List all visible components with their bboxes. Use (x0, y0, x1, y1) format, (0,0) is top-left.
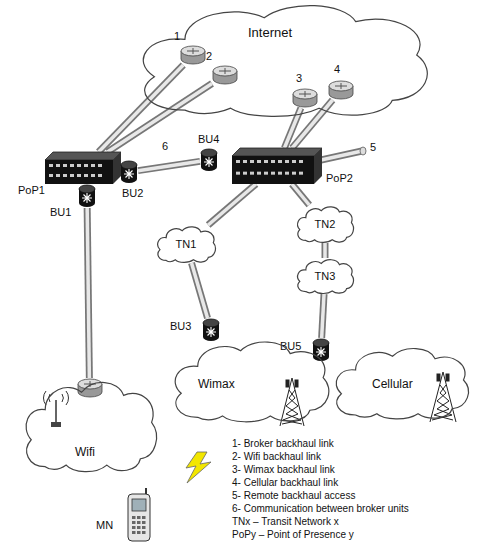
legend-text: 4- Cellular backhaul link (232, 477, 338, 489)
broker-unit-label: BU3 (170, 320, 191, 333)
router-icon-outline (180, 45, 206, 65)
broker-unit-icon-outline (200, 148, 218, 172)
backhaul-link (138, 161, 200, 170)
cloud-label: Cellular (372, 378, 413, 392)
remote-backhaul-pipe (321, 147, 366, 160)
broker-unit-icon: BU3 (202, 318, 220, 342)
cloud-label: TN3 (315, 270, 336, 283)
backhaul-link (208, 184, 256, 225)
callout-number: 1 (174, 30, 180, 43)
callout-number: 5 (370, 141, 376, 154)
backhaul-link (325, 243, 326, 258)
broker-unit-icon-outline (78, 184, 96, 208)
backhaul-link (292, 100, 332, 148)
broker-unit-icon-outline (120, 160, 138, 184)
cellular-tower-symbol (430, 372, 456, 422)
backhaul-link (322, 294, 324, 338)
router-icon-outline (292, 88, 318, 108)
network-cloud-outline (168, 338, 333, 423)
pop-label: PoP2 (326, 172, 353, 185)
cloud-label: TN1 (176, 238, 197, 251)
cloud-label: Wimax (198, 378, 235, 392)
pop-switch-icon-outline (232, 148, 322, 184)
backhaul-link (292, 184, 309, 205)
network-cloud: TN2 (295, 205, 355, 243)
pop-switch-icon: PoP1 (45, 152, 121, 184)
broker-unit-icon: BU2 (120, 160, 138, 184)
legend-text: 3- Wimax backhaul link (232, 464, 335, 476)
wifi-router-symbol (78, 379, 102, 397)
broker-unit-icon: BU4 (200, 148, 218, 172)
pop-switch-icon: PoP2 (232, 148, 322, 184)
callout-number: 4 (334, 63, 340, 76)
mobile-node-label: MN (96, 519, 113, 532)
callout-number: 3 (296, 72, 302, 85)
broker-unit-icon-outline (312, 338, 330, 362)
wireless-link-bolt (186, 452, 211, 483)
router-icon: 3 (292, 88, 318, 108)
pop-switch-icon-outline (45, 152, 121, 184)
legend-text: 5- Remote backhaul access (232, 490, 355, 502)
backhaul-link (87, 208, 89, 378)
mobile-node-icon-outline (125, 488, 155, 543)
network-cloud: Cellular (330, 345, 472, 420)
broker-unit-icon: BU1 (78, 184, 96, 208)
broker-unit-icon-outline (202, 318, 220, 342)
broker-unit-icon: BU5 (312, 338, 330, 362)
legend-text: 6- Communication between broker units (232, 503, 409, 515)
legend-text: 2- Wifi backhaul link (232, 451, 321, 463)
legend-text: PoPy – Point of Presence y (232, 529, 354, 541)
mobile-node-icon: MN (125, 488, 155, 543)
callout-number: 2 (206, 50, 212, 63)
network-cloud: TN1 (155, 225, 217, 263)
legend-text: 1- Broker backhaul link (232, 438, 334, 450)
router-icon-outline (328, 80, 354, 100)
router-icon: 2 (212, 65, 238, 85)
network-cloud: Internet1234 (130, 0, 435, 118)
network-cloud: Wimax (168, 338, 333, 423)
cloud-label: TN2 (315, 218, 336, 231)
wifi-antenna-symbol (43, 391, 68, 427)
cloud-label: Wifi (75, 446, 95, 460)
legend-text: TNx – Transit Network x (232, 516, 339, 528)
callout-number: 6 (160, 140, 170, 153)
broker-unit-label: BU1 (50, 206, 71, 219)
broker-unit-label: BU2 (122, 187, 143, 200)
backhaul-link (107, 84, 212, 152)
broker-unit-label: BU4 (198, 133, 219, 146)
backhaul-link (192, 263, 208, 318)
router-icon-outline (212, 65, 238, 85)
router-icon: 1 (180, 45, 206, 65)
pop-label: PoP1 (18, 184, 45, 197)
network-cloud: TN3 (295, 258, 355, 294)
network-cloud: Wifi (20, 378, 160, 473)
cloud-label: Internet (248, 26, 292, 41)
router-icon: 4 (328, 80, 354, 100)
network-cloud-outline (130, 0, 435, 118)
